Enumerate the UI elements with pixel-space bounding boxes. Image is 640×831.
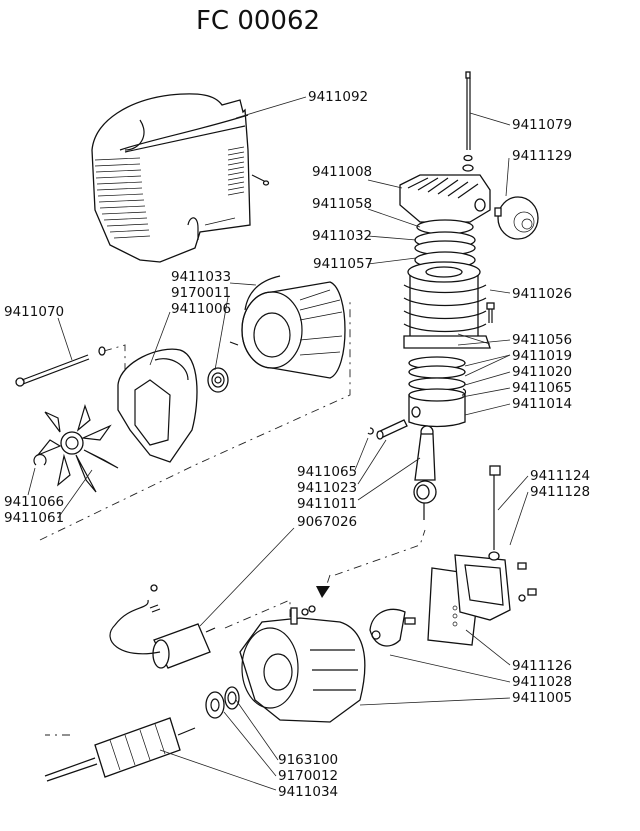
cylinder	[403, 261, 491, 349]
label-bearing-rear: 9170012	[278, 768, 339, 784]
tie-rod	[462, 71, 474, 172]
label-bearing-front: 9170011	[171, 285, 232, 301]
piston-rings	[408, 356, 466, 391]
label-circlip-left: 9411065	[297, 464, 358, 480]
label-long-bolt: 9411070	[4, 304, 65, 320]
assembly-arrow-icon	[316, 586, 330, 598]
side-screws	[517, 562, 537, 602]
label-conrod: 9411011	[297, 496, 358, 512]
label-circlip-right: 9411065	[512, 380, 573, 396]
label-fan: 9411061	[4, 510, 65, 526]
circlip-left	[367, 427, 374, 435]
label-piston-pin: 9411023	[297, 480, 358, 496]
cooling-fan	[36, 404, 119, 493]
label-stator-wire: 9411033	[171, 269, 232, 285]
label-cylinder: 9411026	[512, 286, 573, 302]
valve-plate-stack	[414, 219, 476, 269]
label-valve-plate: 9411032	[312, 228, 373, 244]
label-capacitor: 9067026	[297, 514, 358, 530]
connecting-rod	[413, 425, 437, 520]
label-side-cover: 9411028	[512, 674, 573, 690]
rotor	[44, 717, 196, 782]
label-piston: 9411014	[512, 396, 573, 412]
diagram-title: FC 00062	[0, 6, 640, 36]
label-ring-top: 9411019	[512, 348, 573, 364]
front-bearing	[207, 367, 229, 393]
motor-flange	[117, 348, 198, 463]
long-bolt	[15, 346, 106, 387]
label-tie-rod: 9411079	[512, 117, 573, 133]
label-dipstick: 9411124	[530, 468, 591, 484]
cover-vents-right	[227, 146, 245, 196]
leader-lines	[27, 96, 529, 791]
label-cover: 9411092	[308, 89, 369, 105]
piston-pin	[376, 419, 408, 440]
cylinder-head	[399, 174, 491, 223]
label-side-gasket: 9411126	[512, 658, 573, 674]
crank-eccentric	[369, 608, 416, 647]
fan-clip	[33, 454, 47, 466]
cover-vents-left	[94, 157, 151, 239]
side-cover	[454, 551, 511, 621]
label-motor-flange: 9411006	[171, 301, 232, 317]
stator	[229, 275, 346, 379]
cylinder-screw	[486, 302, 495, 323]
label-fan-clip: 9411066	[4, 494, 65, 510]
label-crankcase: 9411005	[512, 690, 573, 706]
label-ring-oil: 9411020	[512, 364, 573, 380]
label-seal: 9163100	[278, 752, 339, 768]
label-head: 9411008	[312, 164, 373, 180]
motor-cover	[91, 93, 270, 263]
label-head-gasket: 9411058	[312, 196, 373, 212]
label-base-gasket: 9411056	[512, 332, 573, 348]
label-air-filter: 9411129	[512, 148, 573, 164]
title-text: FC 00062	[195, 6, 321, 36]
dipstick	[489, 465, 501, 550]
label-breather: 9411128	[530, 484, 591, 500]
circlip-right	[461, 388, 467, 396]
rear-bearing	[205, 691, 225, 719]
piston	[408, 388, 466, 428]
shaft-seal	[224, 686, 240, 710]
air-filter	[494, 196, 539, 240]
capacitor	[109, 584, 216, 669]
crankcase	[239, 605, 366, 723]
label-rotor: 9411034	[278, 784, 339, 800]
label-cylinder-gasket: 9411057	[313, 256, 374, 272]
